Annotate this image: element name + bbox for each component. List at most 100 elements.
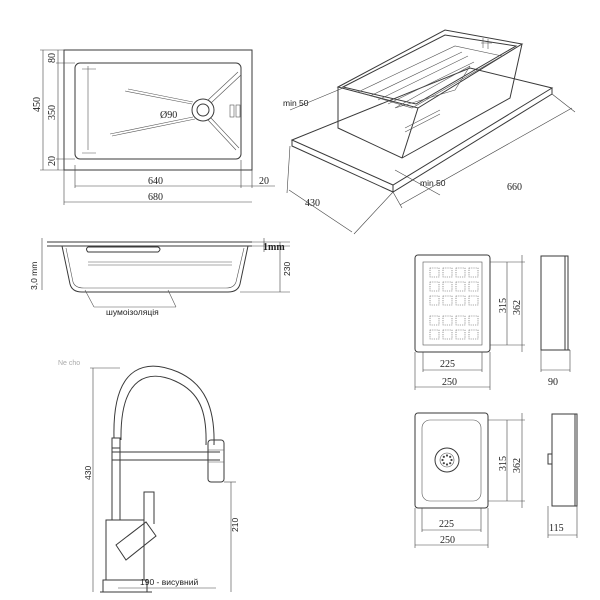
min-bottom-label: min 50	[420, 178, 446, 188]
iso-length-label: 660	[507, 182, 522, 193]
colander-inner	[422, 261, 483, 346]
section-slot-top	[86, 246, 161, 253]
section-ledge	[88, 261, 232, 266]
iso-overflow	[481, 38, 492, 49]
right-margin-label: 20	[259, 176, 269, 187]
tray-inner	[421, 419, 482, 502]
colander-hole	[442, 329, 453, 340]
tray-side-clip	[547, 453, 553, 465]
faucet-height-label: 430	[83, 466, 93, 480]
tray-depth: 115	[549, 523, 564, 534]
drain-hole	[450, 458, 453, 462]
colander-outer-height: 362	[512, 300, 523, 315]
colander-hole	[468, 315, 479, 326]
thickness-label: 3,0 mm	[29, 262, 39, 290]
total-height-label: 450	[32, 97, 43, 112]
colander-hole	[455, 295, 466, 306]
overflow-slot-2	[235, 104, 241, 118]
groove-top-left	[124, 88, 194, 105]
insulation-leaders	[84, 289, 177, 308]
bowl-outline	[74, 62, 242, 160]
colander-hole	[468, 295, 479, 306]
spout-height-label: 210	[230, 518, 240, 532]
bowl-height-label: 350	[47, 105, 58, 120]
tray-outline	[414, 412, 489, 509]
faucet-lever	[143, 491, 155, 524]
faucet-handle	[115, 521, 157, 561]
corner-marks	[82, 66, 96, 154]
drain-hole	[445, 463, 449, 466]
faucet-spray-head	[207, 439, 225, 483]
drain-hole	[442, 462, 445, 465]
section-view: шумоізоляція 3,0 mm 1mm 230	[29, 238, 292, 317]
colander-inner-width: 225	[440, 359, 455, 370]
tray-side	[551, 413, 578, 507]
colander-hole	[468, 329, 479, 340]
groove-bottom-right	[207, 117, 240, 151]
reach-label: 190 - висувний	[140, 577, 198, 587]
faucet-spring-inner	[120, 375, 207, 446]
tray-outer-height: 362	[512, 458, 523, 473]
colander-outline	[414, 254, 491, 353]
tray-inner-width: 225	[439, 519, 454, 530]
basin-inner-rim	[341, 34, 518, 105]
overflow-slot-1	[229, 104, 235, 118]
bottom-margin-label: 20	[47, 156, 58, 166]
colander-hole	[429, 329, 440, 340]
colander-hole	[455, 329, 466, 340]
colander-in-basin	[357, 45, 503, 109]
section-bowl	[61, 245, 249, 293]
tray-outer-width: 250	[440, 535, 455, 546]
faucet-riser	[111, 438, 121, 520]
rim-label: 1mm	[263, 242, 285, 253]
colander-slots	[369, 51, 475, 105]
basin-inner-groove	[394, 65, 471, 109]
drain-diameter-label: Ø90	[160, 110, 177, 121]
colander-hole	[455, 281, 466, 292]
tray-drain-outer	[434, 447, 460, 473]
colander-hole	[442, 267, 453, 278]
side-slot	[404, 109, 441, 133]
colander-hole	[442, 295, 453, 306]
drain-hole	[442, 455, 445, 458]
colander-holes	[429, 267, 479, 340]
drain-hole	[445, 454, 449, 457]
tray-inner-height: 315	[498, 456, 509, 471]
top-margin-label: 80	[47, 53, 58, 63]
faucet-view: Ne cho 430 210 190 - висувний	[58, 360, 240, 593]
iso-depth-label: 430	[305, 198, 320, 209]
faucet-spring-outer	[113, 365, 215, 446]
top-view: Ø90 640 20 680 450 80 350 20	[32, 49, 275, 205]
section-depth-label: 230	[282, 262, 292, 276]
colander-view: 225 250 315 362 90	[414, 254, 571, 390]
tray-drain-holes	[441, 454, 453, 466]
colander-hole	[455, 267, 466, 278]
tray-view: 225 250 315 362 115	[414, 412, 578, 548]
colander-depth: 90	[548, 377, 558, 388]
colander-hole	[429, 295, 440, 306]
bowl-width-label: 640	[148, 176, 163, 187]
drain-outer	[191, 98, 215, 122]
insulation-label: шумоізоляція	[106, 307, 159, 317]
total-width-label: 680	[148, 192, 163, 203]
colander-side	[540, 255, 569, 351]
colander-outer-width: 250	[442, 377, 457, 388]
tray-drain-inner	[439, 452, 455, 468]
drain-hole	[449, 455, 452, 458]
colander-hole	[442, 315, 453, 326]
faucet-arm	[112, 451, 220, 461]
drain-hole	[449, 462, 452, 465]
colander-hole	[429, 267, 440, 278]
countertop-edge	[291, 88, 553, 193]
faint-watermark: Ne cho	[58, 360, 80, 367]
colander-hole	[455, 315, 466, 326]
iso-view: min 50 min 50 430 660	[283, 29, 576, 235]
colander-hole	[429, 281, 440, 292]
drain-inner	[196, 103, 210, 117]
groove-bottom-left	[109, 116, 196, 137]
min-top-label: min 50	[283, 98, 309, 108]
groove-top-right	[207, 71, 242, 104]
faucet-body	[105, 519, 145, 580]
